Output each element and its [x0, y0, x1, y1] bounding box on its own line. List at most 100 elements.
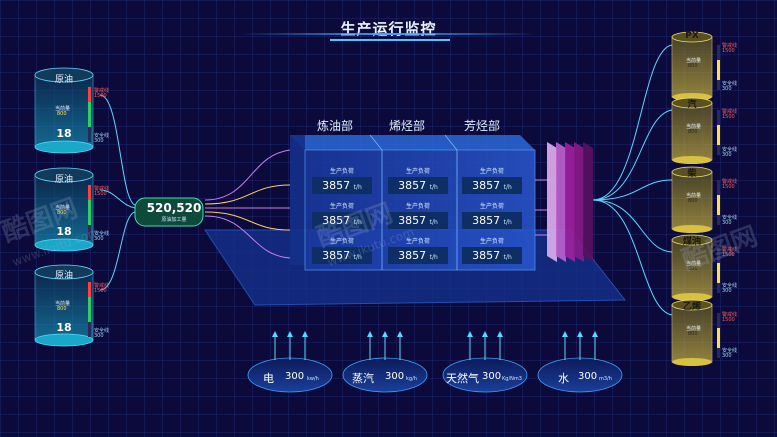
utility-water-value: 300 [578, 371, 598, 382]
dept-olefin-name: 烯烃部 [388, 119, 425, 133]
product-1-name: PX [685, 31, 699, 41]
cell-value: 3857 t/h [312, 212, 372, 229]
raw-tank-1-value: 18 [56, 127, 72, 140]
raw-tank-3 [34, 264, 94, 347]
cell-title: 生产负荷 [405, 168, 430, 175]
product-1-mid-label: 当前量 [686, 58, 702, 64]
raw-tank-2-mid-label: 当前量 [55, 205, 71, 211]
utility-gas [442, 331, 528, 393]
raw-tank-3-high-value: 1500 [94, 288, 107, 294]
product-2-low-label: 安全线 [722, 147, 738, 153]
raw-tank-1-high-value: 1500 [94, 93, 107, 99]
product-5-high-value: 1500 [722, 317, 735, 323]
cell-title: 生产负荷 [405, 238, 430, 245]
raw-tank-1-high-label: 警戒线 [94, 88, 110, 94]
raw-tank-2-name: 原油 [54, 175, 73, 185]
raw-tank-1-low-label: 安全线 [94, 133, 110, 139]
cell-value: 3857 t/h [462, 212, 522, 229]
raw-tank-2-low-label: 安全线 [94, 231, 110, 237]
product-tank-5 [671, 299, 720, 366]
product-3-low-label: 安全线 [722, 215, 738, 221]
cell-title: 生产负荷 [479, 168, 504, 175]
utility-gas-name: 天然气 [446, 372, 479, 385]
utility-electricity [247, 331, 333, 393]
product-2-high-value: 1500 [722, 114, 735, 120]
raw-tank-3-name: 原油 [54, 271, 73, 281]
product-4-mid-value: 800 [688, 266, 698, 272]
cell-title: 生产负荷 [479, 238, 504, 245]
hub-tank [134, 197, 204, 227]
product-4-high-value: 1500 [722, 252, 735, 258]
product-3-high-value: 1500 [722, 184, 735, 190]
product-tank-4 [671, 234, 720, 301]
title-underline-accent [330, 39, 450, 41]
raw-tank-3-high-label: 警戒线 [94, 283, 110, 289]
product-3-low-value: 300 [722, 220, 732, 226]
product-tank-2 [671, 97, 720, 164]
raw-tank-2-value: 18 [56, 225, 72, 238]
cell-value: 3857 t/h [462, 247, 522, 264]
utility-water-unit: m3/h [599, 376, 612, 382]
utility-electricity-name: 电 [263, 372, 274, 385]
raw-tank-2-high-value: 1500 [94, 191, 107, 197]
product-5-mid-value: 800 [688, 331, 698, 337]
dept-refining-name: 炼油部 [316, 119, 353, 133]
product-2-mid-label: 当前量 [686, 124, 702, 130]
product-4-name: 煤油 [682, 237, 701, 247]
title-underline [240, 33, 536, 35]
cell-value: 3857 t/h [388, 247, 448, 264]
product-1-low-label: 安全线 [722, 81, 738, 87]
product-3-name: 柴 [687, 169, 697, 179]
utility-gas-value: 300 [482, 371, 502, 382]
product-1-high-label: 警戒线 [722, 43, 738, 49]
pipe-product-px [592, 44, 673, 201]
cell-value: 3857 t/h [312, 177, 372, 194]
product-4-low-label: 安全线 [722, 283, 738, 289]
product-2-name: 汽 [687, 100, 697, 110]
product-3-mid-label: 当前量 [686, 193, 702, 199]
product-2-low-value: 300 [722, 152, 732, 158]
product-tank-1 [671, 31, 720, 101]
filter-plates [583, 142, 593, 262]
product-1-low-value: 300 [722, 86, 732, 92]
utility-steam-value: 300 [385, 371, 405, 382]
product-2-high-label: 警戒线 [722, 109, 738, 115]
raw-tank-1 [34, 67, 94, 154]
raw-tank-2 [34, 167, 94, 252]
pipe-product-2 [592, 109, 673, 201]
utility-steam-unit: kg/h [406, 376, 417, 382]
product-3-high-label: 警戒线 [722, 179, 738, 185]
raw-tank-1-mid-label: 当前量 [55, 106, 71, 112]
cell-value: 3857 t/h [312, 247, 372, 264]
cell-title: 生产负荷 [329, 238, 354, 245]
hub-value: 520,520 [146, 201, 202, 215]
cell-title: 生产负荷 [405, 203, 430, 210]
pipe-product-4 [592, 199, 673, 253]
product-tank-3 [671, 166, 720, 233]
product-5-mid-label: 当前量 [686, 326, 702, 332]
product-1-mid-value: 800 [688, 63, 698, 69]
product-5-low-value: 300 [722, 353, 732, 359]
pipe-product-3 [592, 179, 673, 201]
product-4-high-label: 警戒线 [722, 247, 738, 253]
cell-value: 3857 t/h [388, 177, 448, 194]
raw-tank-3-gauge: 800 [57, 306, 67, 312]
product-5-name: 乙烯 [682, 302, 701, 312]
product-4-low-value: 300 [722, 288, 732, 294]
pipe-tank-3 [99, 211, 136, 291]
pipe-product-5 [592, 199, 673, 316]
product-5-high-label: 警戒线 [722, 312, 738, 318]
raw-tank-1-low-value: 300 [94, 138, 104, 144]
utility-electricity-value: 300 [285, 371, 305, 382]
raw-tank-1-name: 原油 [54, 75, 73, 85]
utility-water [537, 331, 623, 393]
utility-steam [342, 331, 428, 393]
product-2-mid-value: 800 [688, 129, 698, 135]
raw-tank-3-mid-label: 当前量 [55, 301, 71, 307]
dept-aromatics-name: 芳烃部 [463, 119, 500, 133]
product-3-mid-value: 800 [688, 198, 698, 204]
raw-tank-3-low-value: 300 [94, 333, 104, 339]
raw-tank-3-low-label: 安全线 [94, 328, 110, 334]
cell-title: 生产负荷 [479, 203, 504, 210]
